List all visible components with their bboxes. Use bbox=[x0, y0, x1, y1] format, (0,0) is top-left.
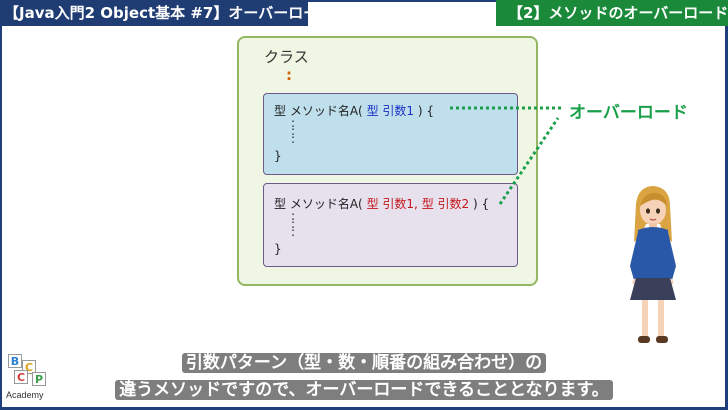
lesson-title: 【Java入門2 Object基本 #7】オーバーロード bbox=[0, 0, 333, 26]
subtitle-line-2: 違うメソッドですので、オーバーロードできることとなります。 bbox=[0, 375, 728, 400]
section-title: 【2】メソッドのオーバーロード bbox=[496, 0, 728, 26]
method-box-2 bbox=[263, 183, 518, 267]
subtitle-text-1: 引数パターン（型・数・順番の組み合わせ）の bbox=[181, 353, 547, 373]
leg-right bbox=[658, 300, 664, 336]
skirt bbox=[630, 278, 676, 300]
neck bbox=[649, 223, 657, 229]
arm-right bbox=[664, 232, 676, 280]
method2-dot: : bbox=[290, 217, 296, 231]
class-label: クラス bbox=[264, 48, 309, 66]
method2-dot: : bbox=[290, 225, 296, 239]
method2-dot: : bbox=[290, 209, 296, 223]
method1-param: 引数1 bbox=[382, 104, 415, 118]
subtitle-text-2: 違うメソッドですので、オーバーロードできることとなります。 bbox=[115, 380, 613, 400]
method1-return-type: 型 bbox=[274, 104, 287, 118]
class-colon: : bbox=[286, 66, 292, 84]
hair-bangs bbox=[640, 192, 667, 206]
logo-letter-c2: C bbox=[14, 370, 28, 384]
method1-close: ) { bbox=[417, 104, 435, 118]
method2-return-type: 型 bbox=[274, 197, 287, 211]
subtitle-line-1: 引数パターン（型・数・順番の組み合わせ）の bbox=[0, 348, 728, 373]
method1-dot: : bbox=[290, 124, 296, 138]
leg-left bbox=[642, 300, 648, 336]
shoe-right bbox=[656, 336, 668, 343]
logo-letter-p: P bbox=[32, 372, 46, 386]
method2-param2: 引数2 bbox=[437, 197, 470, 211]
method2-param2-type: 型 bbox=[421, 197, 434, 211]
face bbox=[640, 195, 666, 225]
method2-param1: 引数1, bbox=[382, 197, 418, 211]
sweater bbox=[636, 227, 670, 280]
method2-body-dots: : : : bbox=[288, 209, 298, 239]
method2-end: } bbox=[274, 242, 282, 256]
method1-body-dots: : : : bbox=[288, 116, 298, 146]
method2-signature: 型 メソッド名A( 型 引数1, 型 引数2 ) { bbox=[274, 196, 489, 212]
shoe-left bbox=[638, 336, 650, 343]
academy-logo: B C C P Academy bbox=[4, 352, 54, 404]
method1-name: メソッド名A( bbox=[289, 104, 363, 118]
method1-dot: : bbox=[290, 132, 296, 146]
method1-dot: : bbox=[290, 116, 296, 130]
logo-name: Academy bbox=[6, 390, 44, 400]
arm-left bbox=[630, 232, 642, 280]
eye-right bbox=[656, 208, 660, 214]
presenter-character bbox=[630, 186, 676, 343]
method1-signature: 型 メソッド名A( 型 引数1 ) { bbox=[274, 103, 434, 119]
mouth bbox=[649, 218, 657, 221]
overload-label: オーバーロード bbox=[569, 103, 688, 123]
method1-param-type: 型 bbox=[366, 104, 379, 118]
method2-name: メソッド名A( bbox=[289, 197, 363, 211]
method2-close: ) { bbox=[473, 197, 490, 211]
logo-letters: B C C P bbox=[6, 352, 52, 388]
method2-param1-type: 型 bbox=[366, 197, 379, 211]
method1-end: } bbox=[274, 149, 282, 163]
eye-left bbox=[646, 208, 650, 214]
logo-letter-b: B bbox=[8, 354, 22, 368]
